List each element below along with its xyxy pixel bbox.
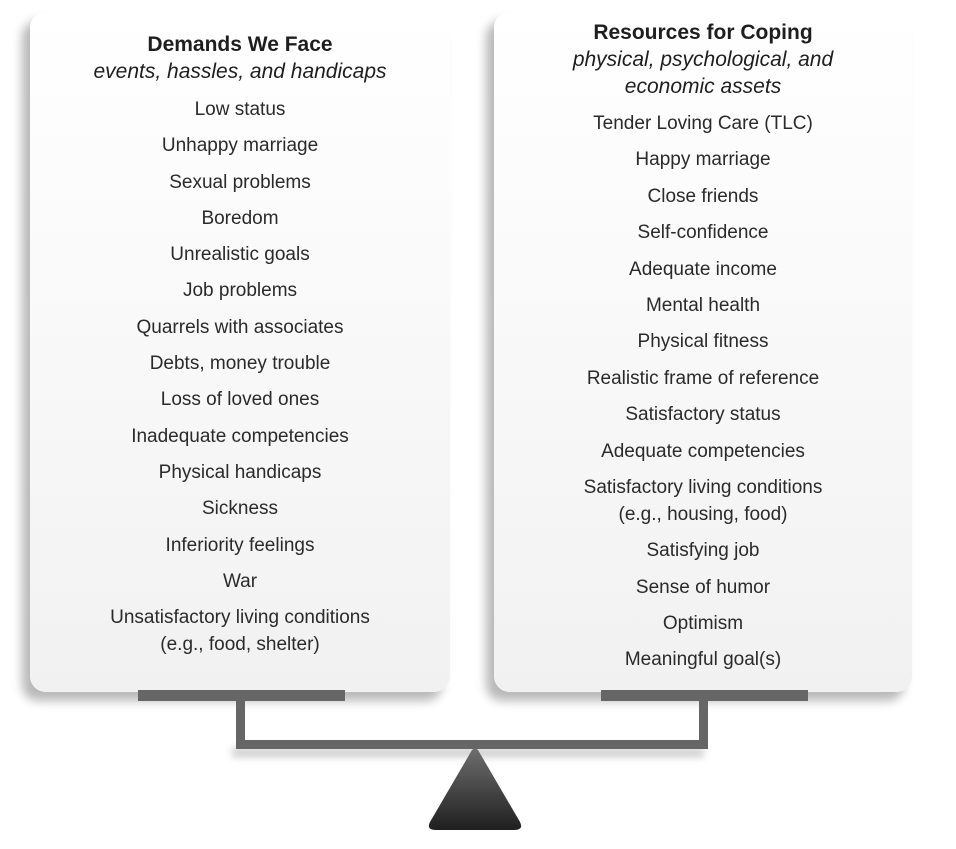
- resources-panel: Resources for Coping physical, psycholog…: [494, 12, 912, 692]
- demand-item: Unrealistic goals: [170, 244, 310, 266]
- demand-item: Loss of loved ones: [160, 389, 320, 411]
- demands-title: Demands We Face: [147, 33, 333, 56]
- resource-item: Sense of humor: [635, 576, 771, 598]
- scale-pan-right: [601, 690, 808, 701]
- resource-item: Physical fitness: [637, 331, 769, 353]
- scale-beam: [236, 740, 708, 749]
- scale-post-right: [699, 700, 708, 748]
- demand-item: Unhappy marriage: [161, 135, 319, 157]
- resources-subtitle: physical, psychological, and economic as…: [572, 48, 834, 98]
- demand-item: Inferiority feelings: [165, 534, 315, 556]
- demand-item: Quarrels with associates: [136, 316, 344, 338]
- scale-pan-left: [138, 690, 345, 701]
- demand-item: War: [222, 570, 258, 592]
- resource-item: Realistic frame of reference: [586, 367, 820, 389]
- resource-item: Self-confidence: [637, 222, 769, 244]
- fulcrum-triangle: [428, 748, 522, 830]
- demand-item: Unsatisfactory living conditions (e.g., …: [110, 607, 370, 656]
- demands-subtitle: events, hassles, and handicaps: [93, 60, 387, 83]
- resource-item: Adequate competencies: [601, 440, 805, 462]
- demand-item: Inadequate competencies: [131, 425, 349, 447]
- demand-item: Boredom: [201, 207, 279, 229]
- demand-item: Physical handicaps: [158, 461, 322, 483]
- resource-item: Happy marriage: [635, 149, 771, 171]
- resource-item: Meaningful goal(s): [624, 649, 782, 671]
- resource-item: Satisfying job: [646, 540, 760, 562]
- resources-title: Resources for Coping: [593, 21, 813, 44]
- demand-item: Sickness: [201, 498, 279, 520]
- demands-list: Low status Unhappy marriage Sexual probl…: [30, 96, 450, 658]
- demand-item: Debts, money trouble: [149, 353, 331, 375]
- demand-item: Job problems: [182, 280, 298, 302]
- resource-item: Satisfactory living conditions (e.g., ho…: [583, 476, 823, 525]
- resource-item: Optimism: [662, 613, 744, 635]
- resource-item: Close friends: [647, 185, 759, 207]
- resource-item: Tender Loving Care (TLC): [593, 113, 813, 134]
- resource-item: Mental health: [645, 294, 761, 316]
- resources-list: Tender Loving Care (TLC) Happy marriage …: [494, 110, 912, 673]
- demand-item: Sexual problems: [169, 171, 311, 193]
- demand-item: Low status: [194, 99, 286, 120]
- scale-post-left: [236, 700, 245, 748]
- resource-item: Satisfactory status: [625, 404, 781, 426]
- resource-item: Adequate income: [629, 258, 777, 280]
- demands-panel: Demands We Face events, hassles, and han…: [30, 12, 450, 692]
